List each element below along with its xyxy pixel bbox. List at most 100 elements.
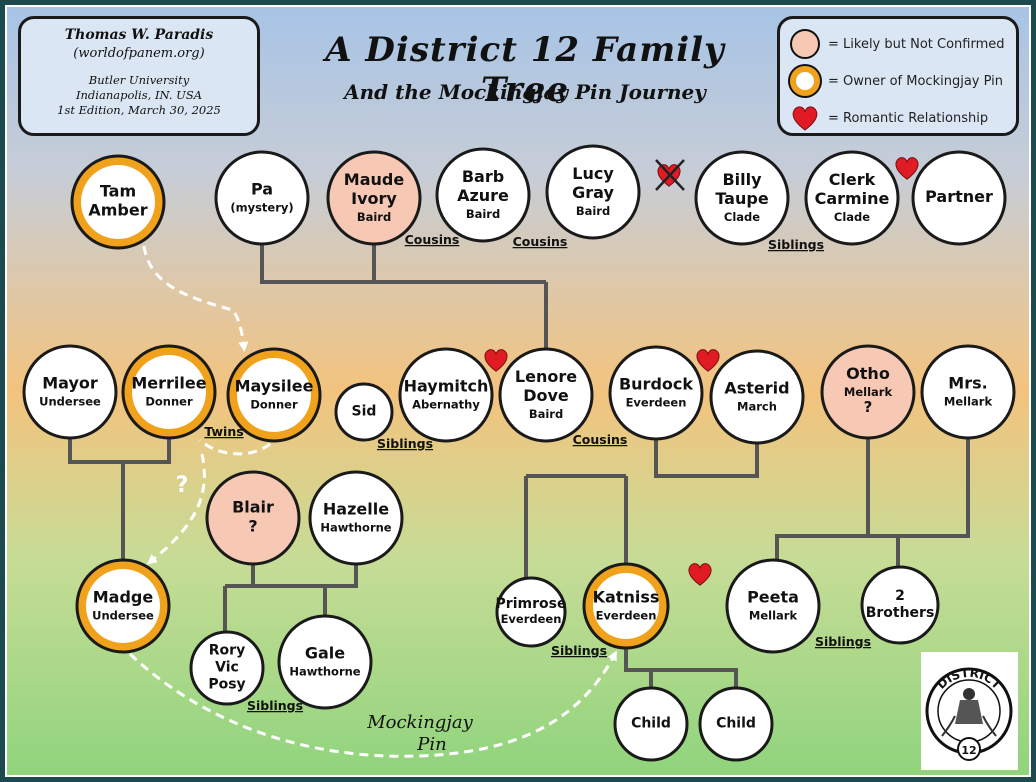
node-circle <box>820 344 916 440</box>
person-name: Sid <box>352 403 377 419</box>
legend-box: = Likely but Not Confirmed = Owner of Mo… <box>777 16 1019 136</box>
relation-label-cousins2: Cousins <box>513 234 568 249</box>
author-name: Thomas W. Paradis <box>64 27 214 43</box>
node-circle <box>613 686 689 762</box>
relation-label-siblings_clade: Siblings <box>768 237 824 252</box>
person-sid[interactable]: Sid <box>334 382 394 442</box>
person-blair[interactable]: Blair? <box>205 470 301 566</box>
family-name: Undersee <box>92 609 154 623</box>
pin-journey-arrow <box>128 650 617 758</box>
logo-number-badge <box>957 737 981 761</box>
family-name: Mellark <box>944 395 993 409</box>
laurel-icon <box>941 715 997 737</box>
family-name: Mellark <box>844 385 893 399</box>
family-name: Baird <box>529 407 563 421</box>
author-university: Butler University <box>88 73 190 87</box>
person-name: Blair? <box>232 498 274 536</box>
pin-journey-arrow <box>146 453 206 565</box>
pin-journey-arrow <box>198 438 271 456</box>
family-connector-line <box>260 244 548 349</box>
node-circle <box>911 150 1007 246</box>
person-partner[interactable]: Partner <box>911 150 1007 246</box>
node-circle <box>277 614 373 710</box>
person-mrsmellark[interactable]: Mrs.Mellark <box>920 344 1016 440</box>
romantic-hearts <box>484 157 919 586</box>
node-fill <box>593 573 659 639</box>
node-fill <box>132 355 206 429</box>
node-circle <box>698 686 774 762</box>
family-name: Baird <box>357 210 391 224</box>
author-city: Indianapolis, IN. USA <box>75 88 203 102</box>
person-child2[interactable]: Child <box>698 686 774 762</box>
family-name: Donner <box>250 398 298 412</box>
pin-question-mark: ? <box>176 473 189 498</box>
person-pa[interactable]: Pa(mystery) <box>214 150 310 246</box>
family-name: Hawthorne <box>289 665 360 679</box>
owner-swatch-icon <box>790 66 820 96</box>
person-name: Pa(mystery) <box>230 180 293 215</box>
legend-likely: = Likely but Not Confirmed <box>790 29 1005 59</box>
node-circle <box>920 344 1016 440</box>
node-circle <box>214 150 310 246</box>
author-edition: 1st Edition, March 30, 2025 <box>57 103 221 117</box>
mine-cart-icon <box>955 700 983 724</box>
heart-icon <box>792 106 818 131</box>
person-child1[interactable]: Child <box>613 686 689 762</box>
family-connector-line <box>223 564 358 632</box>
node-circle <box>860 565 940 645</box>
family-connector-line <box>624 648 738 688</box>
node-circle <box>398 347 494 443</box>
pin-journey-arrow <box>142 245 249 352</box>
relation-label-siblings_haymitch: Siblings <box>377 436 433 451</box>
legend-owner: = Owner of Mockingjay Pin <box>790 66 1003 96</box>
node-fill <box>81 165 155 239</box>
node-fill <box>86 569 160 643</box>
family-name: Everdeen <box>501 612 562 626</box>
heart-icon <box>484 349 508 372</box>
node-circle <box>22 344 118 440</box>
page-title: A District 12 Family Tree <box>325 30 725 110</box>
author-info-box: Thomas W. Paradis (worldofpanem.org) But… <box>18 16 260 136</box>
node-circle <box>498 347 594 443</box>
heart-icon <box>696 349 720 372</box>
node-circle <box>804 150 900 246</box>
relation-label-twins: Twins <box>204 424 243 439</box>
likely-swatch-icon <box>790 29 820 59</box>
family-name: Everdeen <box>596 609 657 623</box>
